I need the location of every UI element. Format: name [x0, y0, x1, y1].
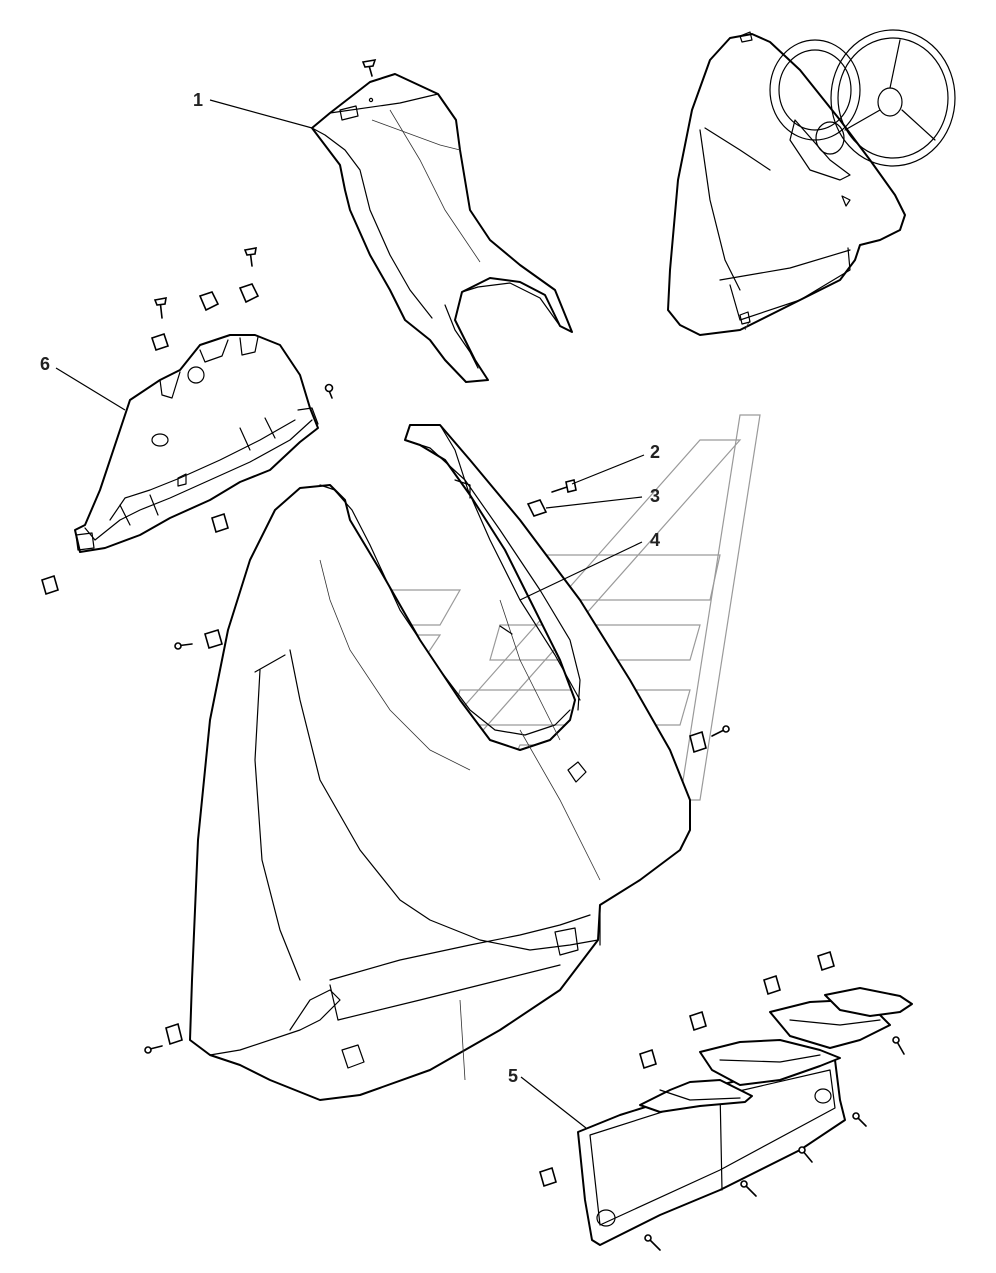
callout-4: 4 [650, 530, 660, 550]
part-1-upper-column-cover [311, 73, 573, 383]
part-6-fasteners [41, 247, 334, 650]
part-5-lower-panel [577, 987, 913, 1246]
part-3-clip-nut [526, 499, 548, 517]
part-1-top-screw [361, 58, 377, 77]
leader-lines [55, 99, 645, 1129]
callout-3: 3 [650, 486, 660, 506]
part-2-screw [551, 479, 577, 493]
part-6-support-bracket [74, 334, 319, 553]
callout-6: 6 [40, 354, 50, 374]
part-4-side-fasteners [144, 725, 730, 1054]
assembled-view-thumbnail [667, 29, 956, 336]
callout-5: 5 [508, 1066, 518, 1086]
part-4-main-column-cover [189, 424, 691, 1101]
part-5-fasteners [539, 950, 905, 1251]
callout-1: 1 [193, 90, 203, 110]
callout-2: 2 [650, 442, 660, 462]
